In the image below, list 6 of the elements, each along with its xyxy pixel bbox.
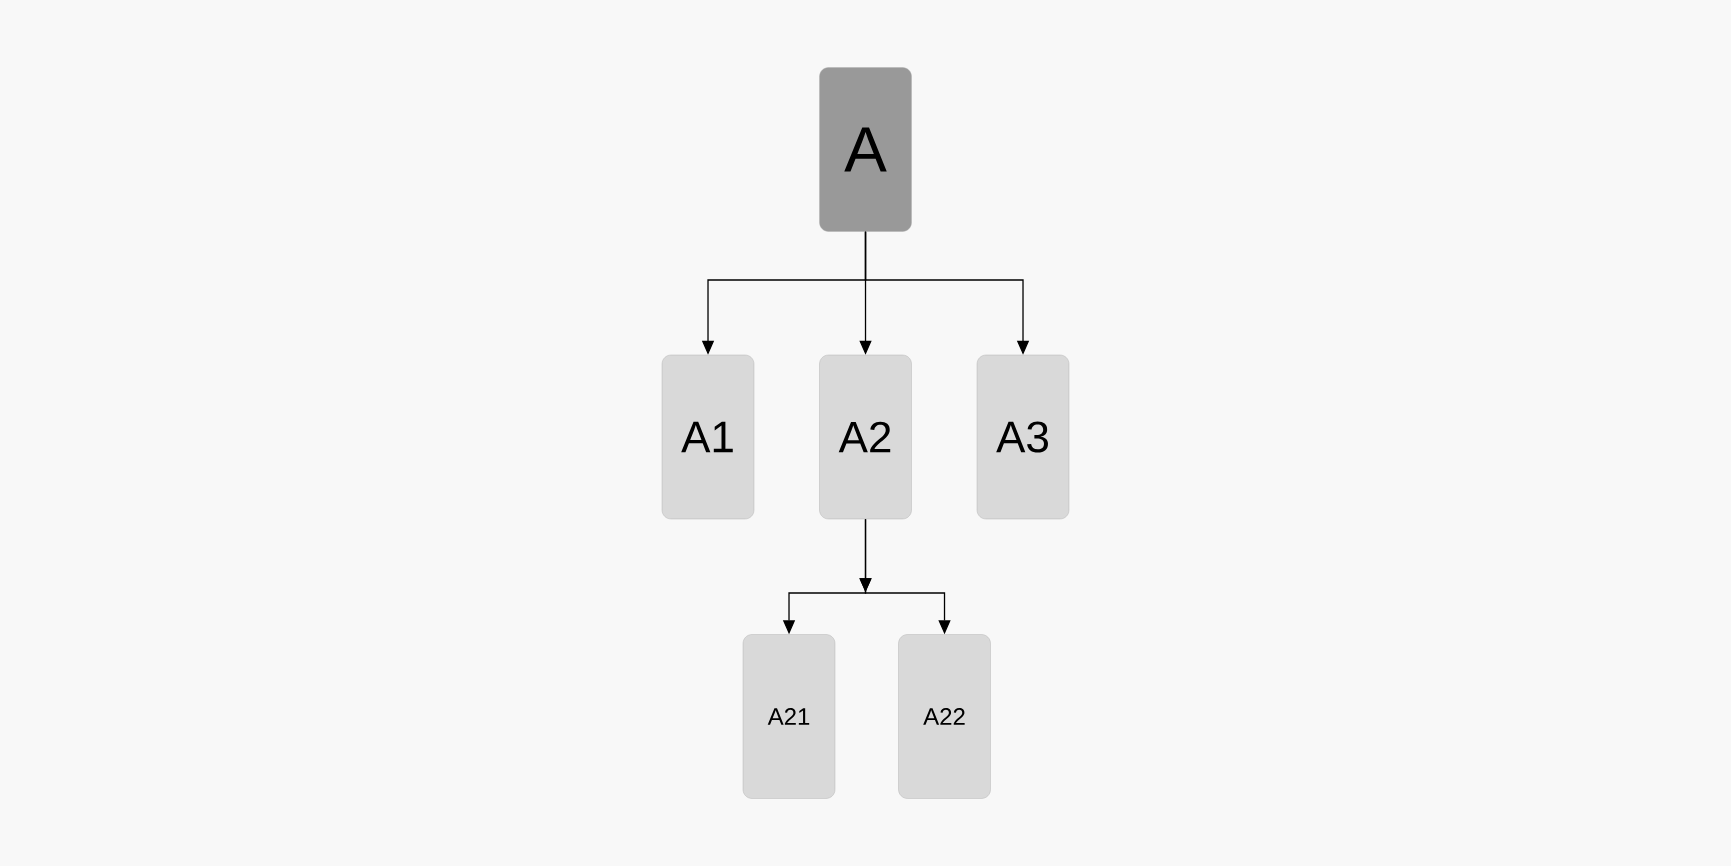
process-box: A1 (661, 354, 755, 520)
process-box: A3 (976, 354, 1070, 520)
process-box: A21 (742, 634, 836, 799)
process-box: A (819, 67, 912, 232)
process-box: A22 (898, 634, 991, 799)
process-box: A2 (819, 354, 912, 520)
